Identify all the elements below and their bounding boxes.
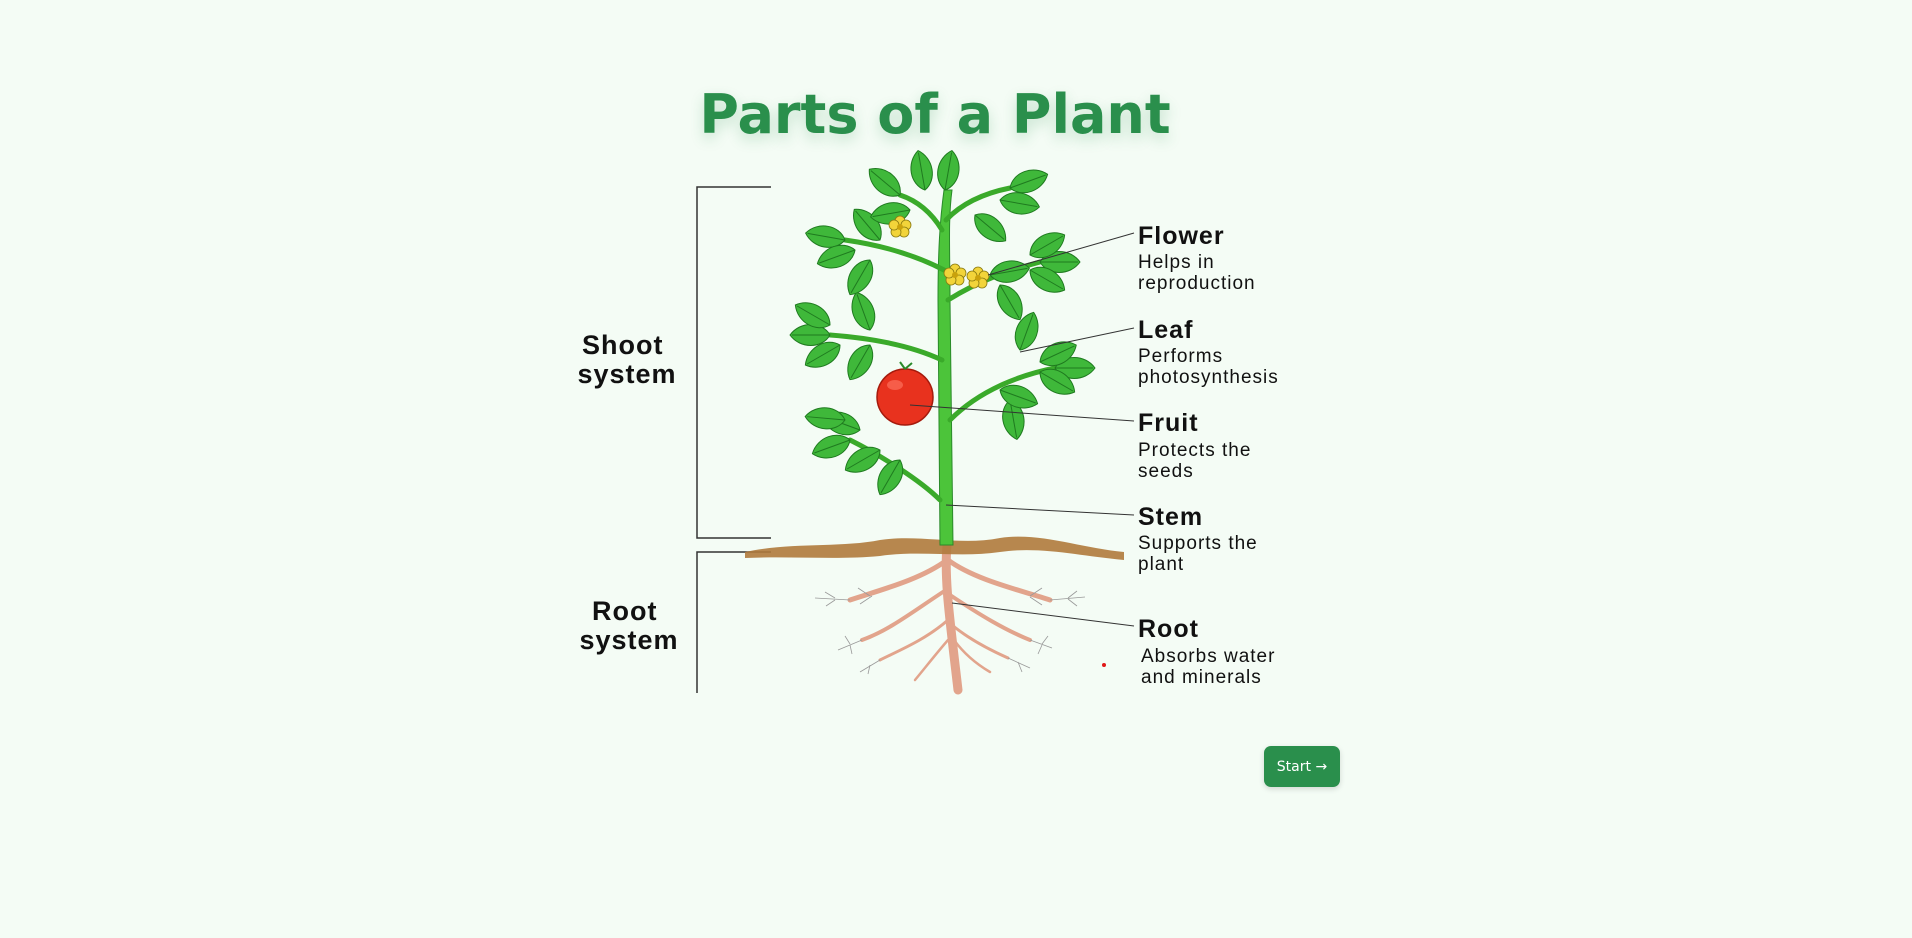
- label-stem-desc-2: plant: [1138, 554, 1184, 575]
- root-system-line1: Root: [592, 596, 657, 626]
- root-hairs: [814, 587, 1086, 675]
- page-title: Parts of a Plant: [699, 83, 1171, 146]
- flower-mid-2: [966, 266, 990, 289]
- leader-lines: [909, 232, 1135, 627]
- label-root-desc-1: Absorbs water: [1141, 646, 1275, 667]
- roots: [847, 540, 1053, 695]
- label-flower: Flower Helps in reproduction: [1138, 222, 1256, 294]
- label-fruit: Fruit Protects the seeds: [1138, 409, 1251, 482]
- shoot-system-line2: system: [577, 359, 676, 389]
- shoot-system-bracket: [696, 186, 771, 539]
- cursor-marker-dot: [1102, 663, 1106, 667]
- label-root-desc-2: and minerals: [1141, 667, 1262, 688]
- label-root: Root Absorbs water and minerals: [1138, 615, 1275, 688]
- label-stem-desc-1: Supports the: [1138, 533, 1258, 554]
- label-leaf-desc-2: photosynthesis: [1138, 367, 1279, 388]
- label-fruit-desc-2: seeds: [1138, 461, 1194, 482]
- label-stem-name: Stem: [1138, 503, 1203, 531]
- root-system-line2: system: [579, 625, 678, 655]
- label-leaf: Leaf Performs photosynthesis: [1138, 316, 1279, 388]
- label-fruit-desc-1: Protects the: [1138, 440, 1251, 461]
- shoot-system-line1: Shoot: [582, 330, 663, 360]
- start-button[interactable]: Start →: [1264, 746, 1340, 787]
- label-flower-desc-1: Helps in: [1138, 252, 1215, 273]
- root-system-bracket: [696, 551, 771, 693]
- label-flower-desc-2: reproduction: [1138, 273, 1256, 294]
- label-fruit-name: Fruit: [1138, 409, 1199, 437]
- label-stem: Stem Supports the plant: [1138, 503, 1258, 575]
- label-leaf-desc-1: Performs: [1138, 346, 1223, 367]
- fruit-tomato: [876, 368, 934, 426]
- soil: [745, 536, 1124, 560]
- part-labels: Flower Helps in reproduction Leaf Perfor…: [1138, 222, 1279, 688]
- shoot-system-label: Shoot system: [577, 330, 676, 389]
- label-flower-name: Flower: [1138, 222, 1225, 250]
- main-stem: [937, 189, 954, 546]
- label-leaf-name: Leaf: [1138, 316, 1193, 344]
- label-root-name: Root: [1138, 615, 1199, 643]
- root-system-label: Root system: [579, 596, 678, 655]
